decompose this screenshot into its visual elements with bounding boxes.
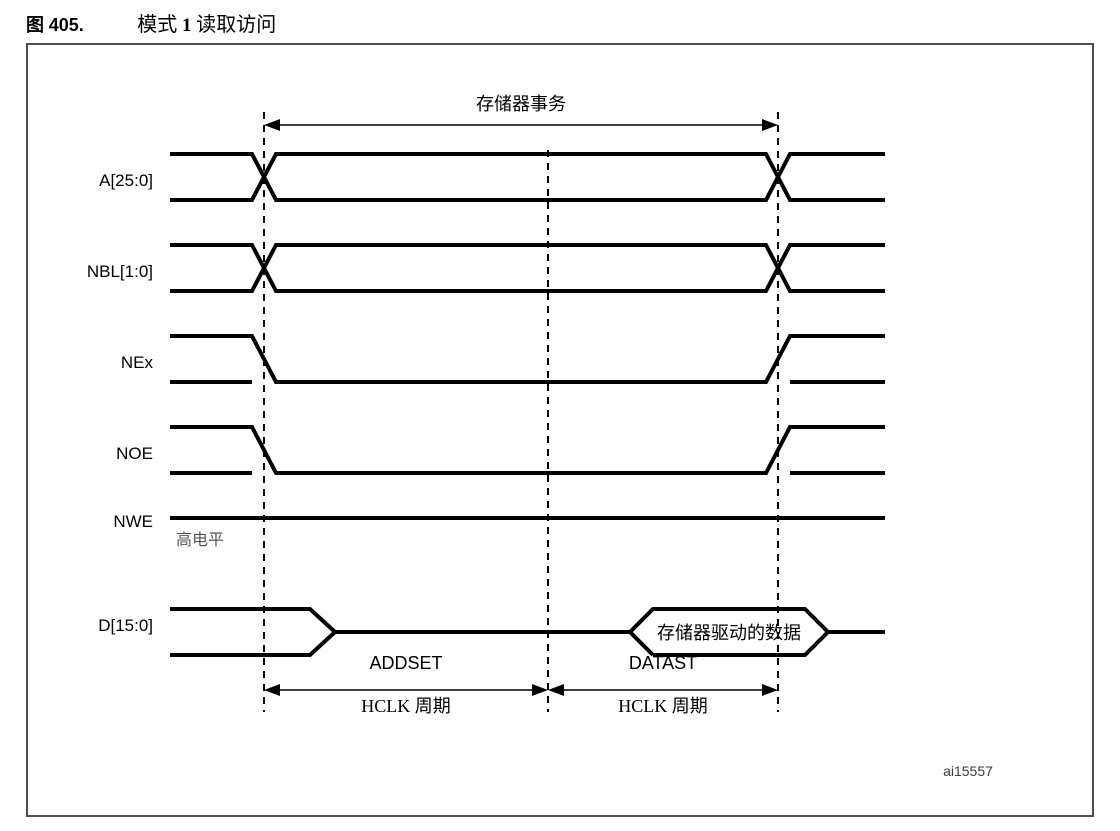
signal-label-noe: NOE	[116, 444, 153, 463]
waveform-nbl	[170, 243, 885, 293]
datast-arrow-head-left	[548, 684, 564, 696]
signal-label-nbl: NBL[1:0]	[87, 262, 153, 281]
signal-label-d: D[15:0]	[98, 616, 153, 635]
addset-arrow-head-left	[264, 684, 280, 696]
figure-caption: 图 405. 模式 1 读取访问	[26, 8, 926, 38]
interval-label-addset: ADDSET	[369, 653, 442, 673]
signal-label-nex: NEx	[121, 353, 154, 372]
transaction-arrow-head-left	[264, 119, 280, 131]
addset-arrow-head-right	[532, 684, 548, 696]
nwe-high-level-note: 高电平	[176, 531, 224, 549]
transaction-label: 存储器事务	[476, 94, 566, 114]
figure-number: 405.	[48, 15, 84, 35]
signal-label-nwe: NWE	[113, 512, 153, 531]
figure-word: 图	[26, 15, 44, 35]
waveform-noe	[170, 425, 885, 475]
figure-title-pre: 模式	[137, 14, 178, 36]
figure-id-footer: ai15557	[943, 763, 993, 779]
interval-unit-datast: HCLK 周期	[618, 696, 708, 716]
waveform-a	[170, 152, 885, 202]
interval-label-datast: DATAST	[629, 653, 697, 673]
interval-unit-addset: HCLK 周期	[361, 696, 451, 716]
waveform-d	[170, 607, 885, 657]
datast-arrow-head-right	[762, 684, 778, 696]
signal-label-a: A[25:0]	[99, 171, 153, 190]
figure-title-number: 1	[182, 15, 192, 36]
data-payload-label: 存储器驱动的数据	[657, 623, 801, 643]
figure-title-post: 读取访问	[196, 14, 277, 36]
transaction-arrow-head-right	[762, 119, 778, 131]
waveform-nex	[170, 334, 885, 384]
